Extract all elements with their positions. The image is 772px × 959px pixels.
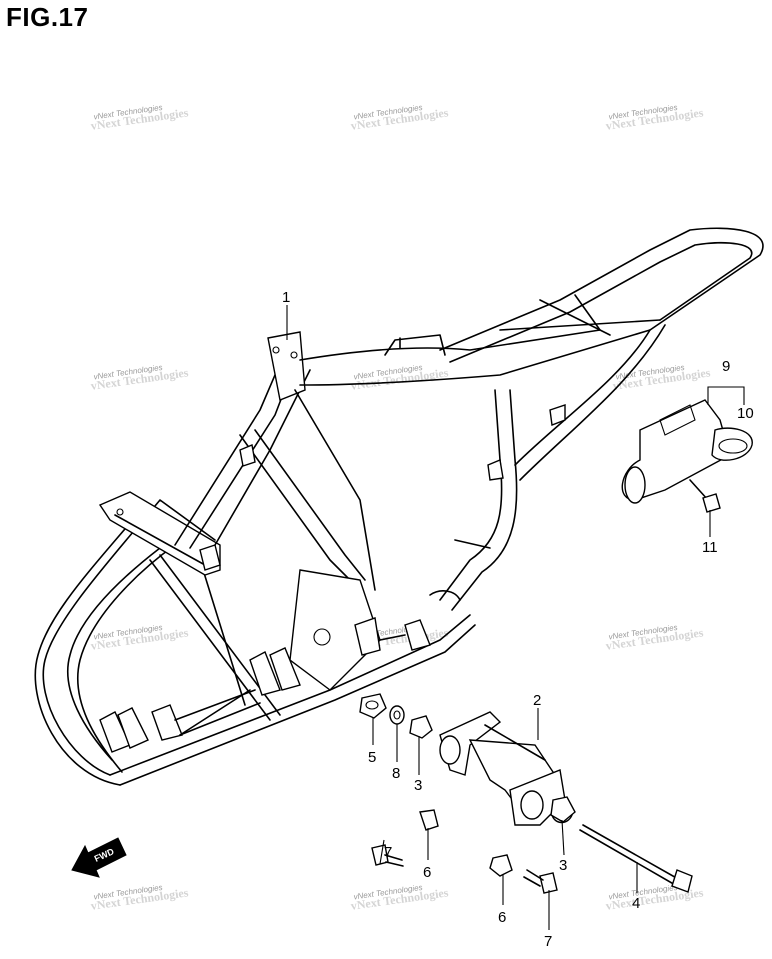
hardware-nuts-bolts: [359, 693, 576, 894]
callout-6-upper: 6: [423, 864, 431, 881]
callout-6-lower: 6: [498, 909, 506, 926]
leader-lines: [286, 305, 745, 930]
callout-labels: 1 2 3 3 4 5 6 6 7 7 8 9 10 11: [282, 289, 754, 950]
callout-10: 10: [737, 405, 754, 422]
callout-9: 9: [722, 358, 730, 375]
callout-3-lower: 3: [559, 857, 567, 874]
callout-5: 5: [368, 749, 376, 766]
callout-11: 11: [702, 539, 718, 556]
starter-assembly: [621, 399, 753, 513]
figure-title: FIG.17: [6, 2, 89, 32]
callout-1: 1: [282, 289, 290, 306]
frame-assembly: [34, 227, 764, 786]
callout-8: 8: [392, 765, 400, 782]
callout-2: 2: [533, 692, 541, 709]
fwd-arrow-icon: FWD: [71, 837, 127, 878]
callout-4: 4: [632, 895, 640, 912]
callout-3-upper: 3: [414, 777, 422, 794]
callout-7-upper: 7: [384, 844, 392, 861]
engine-mount-bracket: [439, 711, 693, 893]
callout-7-lower: 7: [544, 933, 552, 950]
